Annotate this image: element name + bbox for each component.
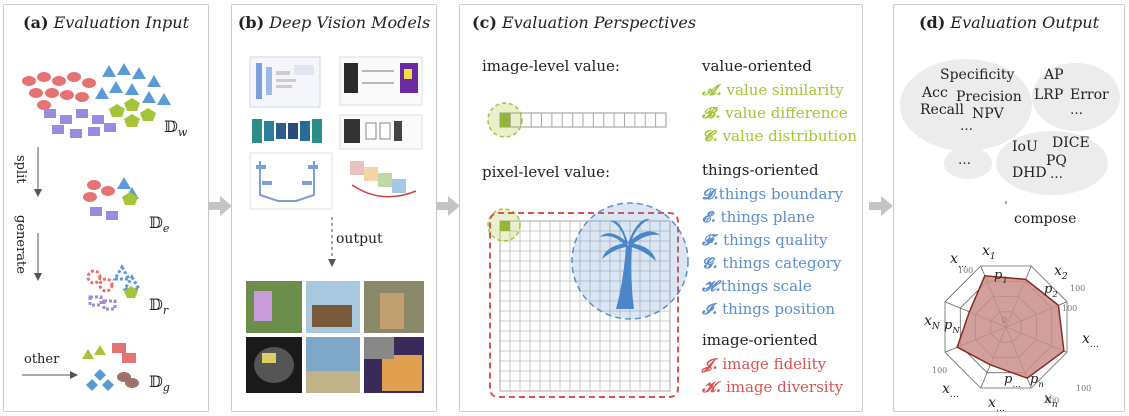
metric-ellipsis-1: … [960,119,973,134]
list-item: 𝓘. things position [702,300,836,318]
list-item: 𝓓.things boundary [702,185,844,203]
network-diagram-1 [249,56,321,108]
generate-label: generate [13,215,28,274]
tick-label: 100 [932,366,947,375]
metric-npv: NPV [972,106,1004,122]
metric-acc: Acc [922,85,948,101]
metric-ellipsis-3: … [958,153,971,168]
point-label-p: pN [944,318,960,335]
list-item: 𝓔. things plane [702,208,815,226]
dataset-g-label: 𝔻g [149,372,170,395]
dataset-e-cluster [83,177,139,220]
split-label: split [13,155,28,184]
other-label: other [24,352,60,367]
tick-label: 100 [958,266,973,275]
panel-evaluation-output: (d) Evaluation Output Specificity Acc Pr… [893,4,1125,413]
list-item: 𝓐. value similarity [702,81,844,99]
panel-evaluation-input: (a) Evaluation Input [3,4,209,412]
panel-d-title: (d) Evaluation Output [918,13,1100,32]
image-oriented-heading: image-oriented [702,331,818,349]
panel-evaluation-perspectives: (c) Evaluation Perspectives image-level … [459,4,863,412]
metric-precision: Precision [956,89,1022,105]
metric-iou: IoU [1012,139,1038,155]
metric-ellipsis-2: … [1070,103,1083,118]
metric-dhd: DHD [1012,165,1047,181]
dataset-w-label: 𝔻w [164,117,188,140]
tick-label: 100 [1070,284,1085,293]
palm-tree-icon [600,218,660,309]
metric-error: Error [1070,87,1109,103]
dataset-g-cluster [82,343,139,391]
compose-label: compose [1014,211,1077,227]
network-diagram-6 [344,155,422,205]
network-diagram-3 [250,115,332,145]
model-architectures-illustration [246,56,424,393]
network-diagram-4 [339,114,423,150]
list-item: 𝓖. things category [702,254,842,272]
axis-label-x: xN [924,313,941,332]
network-diagram-5 [249,152,333,210]
panel-a-title: (a) Evaluation Input [23,13,189,32]
value-illustration [487,102,689,398]
flow-arrow-a-b [208,196,232,216]
input-datasets-illustration [22,63,171,391]
panel-deep-vision-models: (b) Deep Vision Models [231,4,437,412]
metric-lrp: LRP [1034,87,1064,103]
image-oriented-list: 𝓙. image fidelity 𝓚. image diversity [702,353,843,399]
metric-ellipsis-4: … [1050,167,1063,182]
metric-dice: DICE [1052,135,1090,151]
point-label-p: p1 [994,268,1008,285]
network-diagram-2 [339,56,423,106]
pixel-level-label: pixel-level value: [482,163,610,181]
value-oriented-list: 𝓐. value similarity 𝓑. value difference … [702,79,857,148]
metric-ap: AP [1044,67,1064,83]
dataset-r-cluster [86,264,142,311]
dataset-e-label: 𝔻e [149,213,170,236]
axis-label-x: x… [942,381,959,400]
output-label: output [336,231,383,247]
metric-pq: PQ [1046,153,1067,169]
metric-recall: Recall [920,102,964,118]
radar-area [956,275,1065,380]
image-level-label: image-level value: [482,57,620,75]
dataset-w-cluster [22,63,171,138]
list-item: 𝓒. value distribution [702,127,858,145]
panel-c-title: (c) Evaluation Perspectives [472,13,697,32]
list-item: 𝓙. image fidelity [702,355,827,373]
list-item: 𝓗.things scale [702,277,812,295]
value-oriented-heading: value-oriented [702,57,812,75]
tick-label: 100 [1044,396,1059,405]
point-label-p: pn [1030,372,1044,389]
metric-clouds [900,59,1120,205]
axis-label-x: x… [988,395,1005,413]
radar-chart: x1x2x…xnx…x…xNx…p1p2p…pnpN10010010010010… [924,243,1099,413]
flow-arrow-c-d [869,196,893,216]
panel-b-title: (b) Deep Vision Models [237,13,431,32]
axis-label-x: x2 [1054,263,1068,282]
output-images-grid [246,281,424,393]
metric-specificity: Specificity [940,67,1015,83]
tick-label: 100 [1062,304,1077,313]
axis-label-x: x… [1082,331,1099,350]
tick-label: 100 [1076,384,1091,393]
flow-arrow-b-c [436,196,460,216]
list-item: 𝓚. image diversity [702,378,844,396]
dataset-r-label: 𝔻r [149,295,169,318]
point-label-p: p2 [1044,282,1058,299]
list-item: 𝓕. things quality [702,231,828,249]
things-oriented-list: 𝓓.things boundary 𝓔. things plane 𝓕. thi… [702,183,843,321]
axis-label-x: x1 [982,243,996,262]
list-item: 𝓑. value difference [702,104,848,122]
things-oriented-heading: things-oriented [702,161,819,179]
tick-label: 0 [1002,316,1007,325]
